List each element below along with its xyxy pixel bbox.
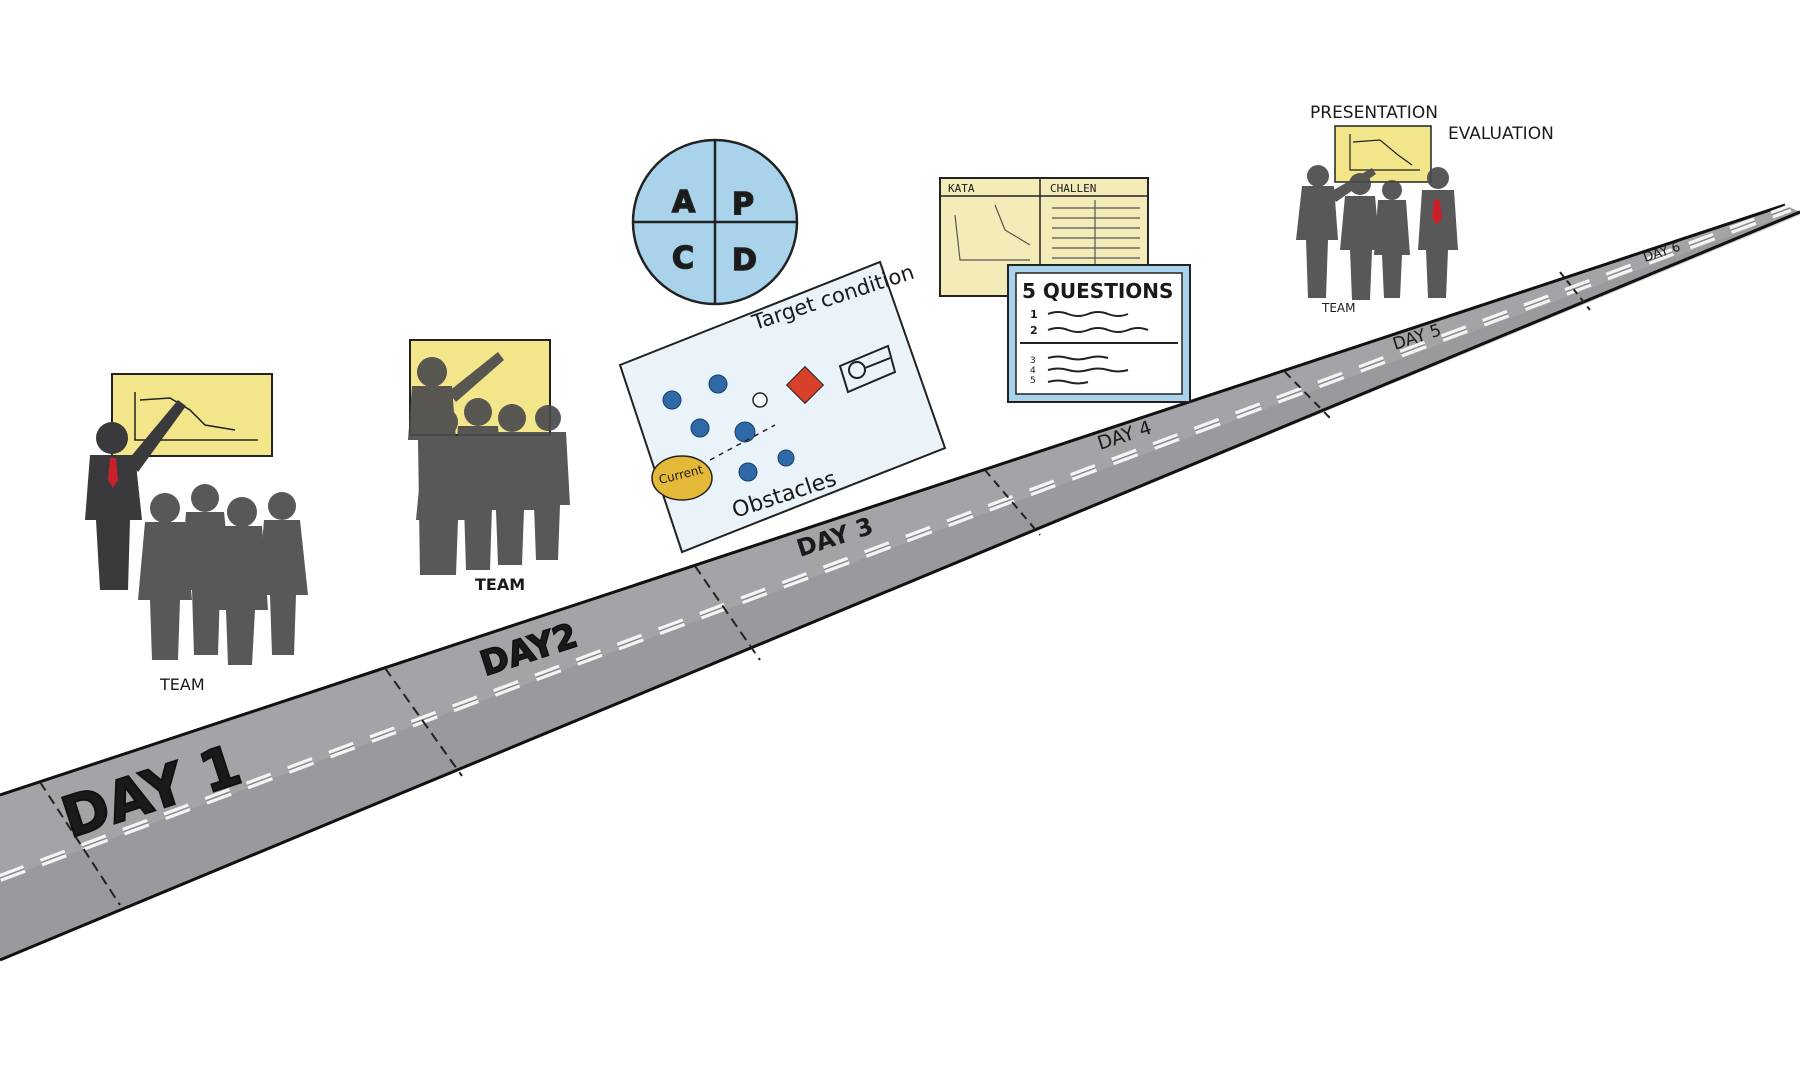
chart-board-1	[111, 373, 273, 457]
questions-scribbles	[1020, 311, 1178, 385]
scene1-caption: TEAM	[159, 675, 205, 694]
presentation-label: PRESENTATION	[1310, 103, 1438, 123]
team-figures-2	[408, 352, 570, 575]
pdca-quadrant-c: C	[672, 241, 694, 276]
team-figures-5	[1296, 165, 1458, 300]
road: DAY 1 DAY2 DAY 3 DAY 4 DAY 5 DAY 6	[0, 203, 1800, 962]
scene5-caption: TEAM	[1321, 301, 1355, 315]
chart-board-5	[1334, 125, 1432, 183]
questions-numbers: 1 2 3 4 5	[1030, 308, 1038, 386]
five-questions-card: 5 QUESTIONS 1 2 3 4 5	[1007, 264, 1191, 403]
question-number-2: 2	[1030, 324, 1038, 337]
scene-day1-team-presentation: TEAM	[85, 373, 308, 694]
pdca-cycle: A P C D	[631, 138, 799, 306]
road-edge-bottom	[0, 210, 1800, 962]
question-number-1: 1	[1030, 308, 1038, 321]
road-edge-top	[0, 203, 1786, 797]
pdca-quadrant-a: A	[672, 185, 696, 220]
presenter-figure	[85, 400, 186, 590]
target-condition-sketch	[838, 344, 897, 394]
questions-card-title: 5 QUESTIONS	[1022, 279, 1173, 303]
kata-board: Target condition Current Obstacles	[618, 260, 947, 554]
current-condition-marker	[651, 455, 713, 501]
day-dividers	[39, 271, 1591, 906]
presenter-tie	[108, 458, 118, 488]
pdca-quadrant-d: D	[732, 243, 757, 278]
storyboard-header-kata: KATA	[948, 182, 975, 195]
pdca-quadrant-p: P	[732, 187, 754, 222]
question-number-5: 5	[1030, 376, 1036, 386]
road-surface	[0, 205, 1800, 960]
scene5-tie	[1432, 200, 1442, 225]
question-number-4: 4	[1030, 366, 1036, 376]
questions-card-inner	[1015, 272, 1183, 395]
question-number-3: 3	[1030, 356, 1036, 366]
obstacle-dots	[662, 374, 795, 482]
chart-board-1-line	[134, 392, 258, 441]
storyboard-header-challenge: CHALLEN	[1050, 182, 1096, 195]
target-condition-marker	[785, 365, 825, 405]
scene-day5-presentation: PRESENTATION EVALUATION TEAM	[1296, 103, 1554, 315]
evaluation-label: EVALUATION	[1448, 124, 1554, 144]
scene2-caption: TEAM	[475, 575, 525, 594]
scene-day2-team-board: TEAM	[408, 339, 570, 594]
team-figures-1	[138, 484, 308, 665]
